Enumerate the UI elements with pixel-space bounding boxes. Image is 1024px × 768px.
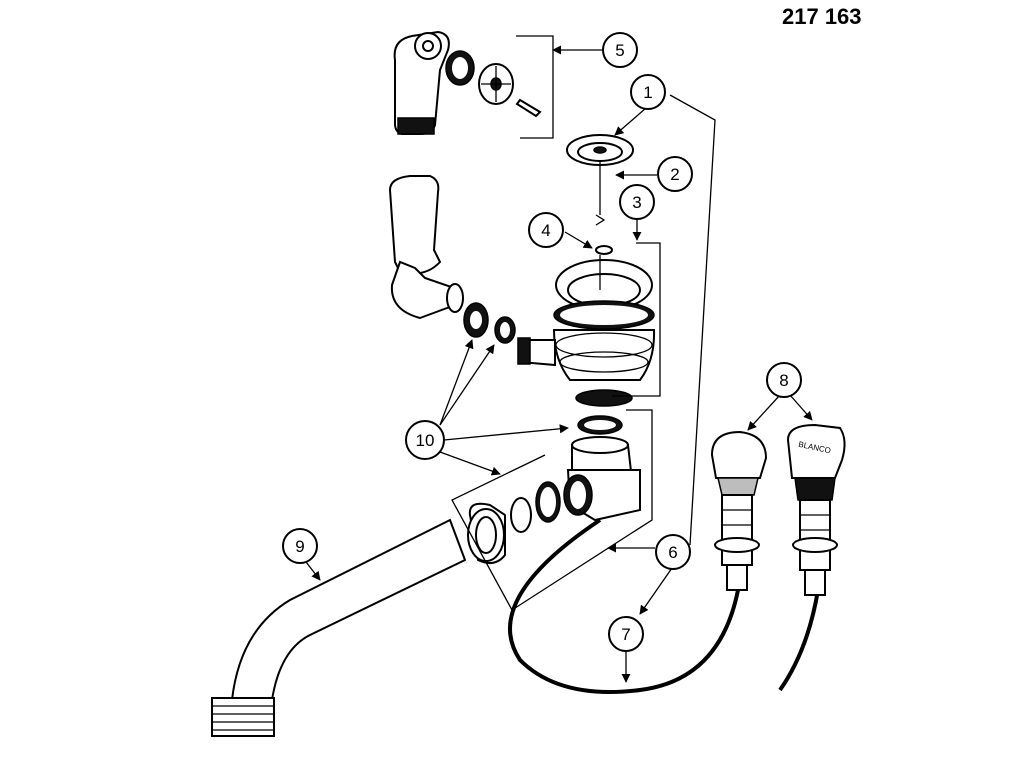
callout-9: 9 xyxy=(282,528,318,564)
leader-lines xyxy=(305,94,813,683)
sink-waste-body xyxy=(517,245,656,407)
callout-6: 6 xyxy=(655,534,691,570)
part-number: 217 163 xyxy=(782,4,862,29)
callout-8: 8 xyxy=(766,362,802,398)
svg-text:7: 7 xyxy=(621,625,630,644)
svg-text:4: 4 xyxy=(541,221,550,240)
callout-2: 2 xyxy=(657,156,693,192)
svg-text:1: 1 xyxy=(643,83,652,102)
svg-text:2: 2 xyxy=(670,165,679,184)
strainer-basket xyxy=(566,134,634,226)
svg-text:6: 6 xyxy=(668,543,677,562)
callout-10: 10 xyxy=(405,420,445,460)
callout-5: 5 xyxy=(602,32,638,68)
overflow-pipe xyxy=(388,175,516,344)
trap-tee-fitting xyxy=(467,415,641,565)
svg-text:8: 8 xyxy=(779,371,788,390)
svg-text:10: 10 xyxy=(416,431,435,450)
svg-text:5: 5 xyxy=(615,41,624,60)
overflow-head-assembly xyxy=(393,30,542,135)
control-knob-left xyxy=(710,430,768,591)
svg-text:9: 9 xyxy=(295,537,304,556)
control-knob-right: BLANCO xyxy=(786,423,846,596)
callout-7: 7 xyxy=(608,616,644,652)
bowden-cable xyxy=(508,518,740,694)
svg-text:3: 3 xyxy=(632,193,641,212)
bowden-cable-right xyxy=(778,589,820,692)
outlet-pipe xyxy=(211,518,467,737)
callout-1: 1 xyxy=(630,74,666,110)
callout-3: 3 xyxy=(619,184,655,220)
callout-4: 4 xyxy=(528,212,564,248)
